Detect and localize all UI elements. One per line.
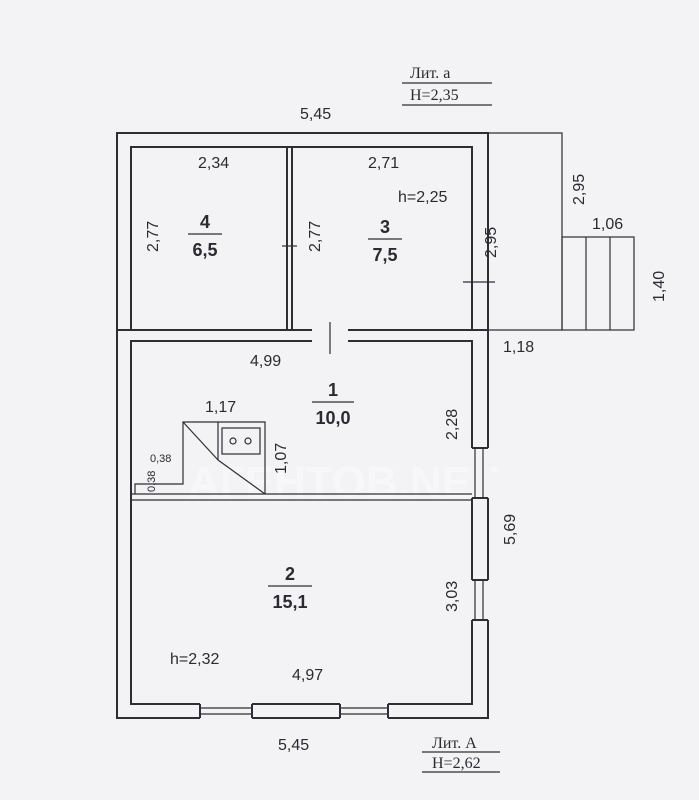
dim-stair-step-a: 0,38 <box>150 453 171 465</box>
porch <box>488 132 635 331</box>
lit-a-label: Лит. а <box>410 65 450 82</box>
room-3-area: 7,5 <box>372 245 397 265</box>
overall-top-width: 5,45 <box>300 106 331 123</box>
room-1-number: 1 <box>328 380 338 400</box>
window-right-1 <box>469 448 491 498</box>
porch-steps <box>561 236 635 331</box>
room-2-number: 2 <box>285 564 295 584</box>
window-bottom-1 <box>200 701 252 721</box>
room-2-label: 2 15,1 <box>268 564 312 612</box>
stove-burner-1 <box>229 437 237 445</box>
lit-A-height: H=2,62 <box>432 755 481 772</box>
dim-r3-height: h=2,25 <box>398 189 447 206</box>
overall-bottom-width: 5,45 <box>278 737 309 754</box>
window-bottom-2 <box>340 701 388 721</box>
stair-diagonal-2 <box>217 459 266 495</box>
stove-box <box>221 427 261 455</box>
dim-stair-width: 1,17 <box>205 399 236 416</box>
lit-a-outer-wall <box>116 132 489 331</box>
lit-a-inner-wall <box>130 146 473 331</box>
dim-r4-width: 2,34 <box>198 155 229 172</box>
dim-stair-height: 1,07 <box>273 443 290 474</box>
stove-burner-2 <box>244 437 252 445</box>
dim-r2-width: 4,97 <box>292 667 323 684</box>
room-4-area: 6,5 <box>192 240 217 260</box>
dim-r3-width: 2,71 <box>368 155 399 172</box>
room-4-label: 4 6,5 <box>188 212 222 260</box>
dim-porch-width: 1,18 <box>503 339 534 356</box>
lit-A-footer: Лит. А H=2,62 <box>422 735 500 773</box>
lit-A-label: Лит. А <box>432 735 477 752</box>
dim-r2-right: 3,03 <box>444 581 461 612</box>
watermark: АГЕНТОВ.NET <box>188 458 498 507</box>
staircase <box>134 421 266 495</box>
window-right-2 <box>469 580 491 620</box>
stair-diagonal-1 <box>182 421 219 461</box>
dim-r1-right: 2,28 <box>444 409 461 440</box>
lit-a-building <box>116 132 495 331</box>
dim-r3-right: 2,95 <box>483 227 500 258</box>
dim-r1-width: 4,99 <box>250 353 281 370</box>
room-1-area: 10,0 <box>315 408 350 428</box>
dim-step-width: 1,06 <box>592 216 623 233</box>
dim-r2-height: h=2,32 <box>170 651 219 668</box>
room-1-label: 1 10,0 <box>312 380 354 428</box>
lit-A-building <box>116 322 491 721</box>
room-4-number: 4 <box>200 212 210 232</box>
room-3-number: 3 <box>380 217 390 237</box>
lit-a-header: Лит. а H=2,35 <box>402 65 492 106</box>
lit-A-outer-wall <box>116 329 489 719</box>
room-2-area: 15,1 <box>272 592 307 612</box>
dim-r4-right: 2,77 <box>307 221 324 252</box>
dim-step-height: 1,40 <box>651 271 668 302</box>
dim-overall-right: 5,69 <box>502 514 519 545</box>
dim-r4-left: 2,77 <box>145 221 162 252</box>
lit-a-height: H=2,35 <box>410 87 459 104</box>
dim-stair-step-b: 0,38 <box>146 471 158 492</box>
room-3-label: 3 7,5 <box>368 217 402 265</box>
dim-porch-height: 2,95 <box>571 174 588 205</box>
lit-A-inner-wall <box>130 340 473 705</box>
porch-outline <box>488 132 563 331</box>
